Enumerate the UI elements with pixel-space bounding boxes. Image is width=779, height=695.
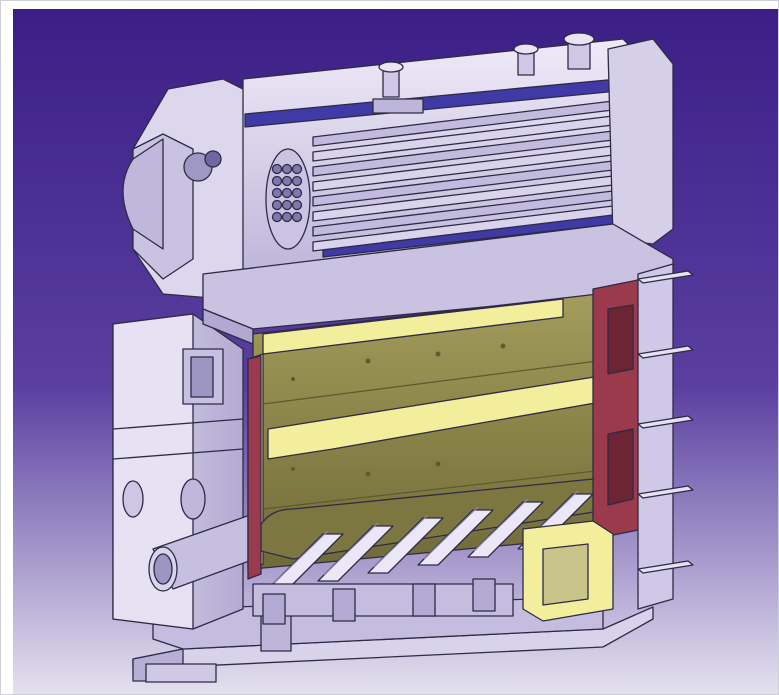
refractory-beam-mid: [267, 373, 619, 460]
cooling-fin: [637, 415, 694, 429]
grate-bar: [367, 517, 444, 574]
nozzle-3: [563, 32, 595, 70]
rear-fins: [637, 270, 694, 574]
tube-end: [291, 163, 303, 175]
tube-end: [281, 187, 293, 199]
nozzle-1: [378, 61, 404, 98]
furnace: [247, 293, 624, 570]
grate-bars: [267, 490, 594, 590]
grate-bar-edge: [423, 506, 479, 560]
tube-end: [291, 175, 303, 187]
grate-bar-edge: [323, 522, 379, 576]
tube-end: [271, 199, 283, 211]
tube-end: [271, 175, 283, 187]
grate-bar: [467, 501, 544, 558]
tube-end: [271, 163, 283, 175]
tube-end: [291, 211, 303, 223]
cooling-fin: [637, 270, 694, 284]
rivets: [291, 343, 506, 477]
cooling-fin: [637, 560, 694, 574]
ash-box: [252, 520, 614, 625]
grate-bar-edge: [373, 514, 429, 568]
boiler-cutaway-render: [13, 9, 778, 694]
tube-end: [291, 199, 303, 211]
refractory-beam-top: [262, 298, 564, 355]
front-casing: [112, 313, 269, 630]
top-nozzles: [372, 32, 595, 114]
grate-bar: [417, 509, 494, 566]
tube-end: [281, 211, 293, 223]
tube-end: [281, 199, 293, 211]
tube-end: [281, 163, 293, 175]
grate-bar-edge: [273, 530, 329, 584]
rear-wall: [247, 263, 694, 610]
cooling-fin: [637, 345, 694, 359]
tube-end: [281, 175, 293, 187]
sight-glass: [122, 480, 144, 518]
grate-bar: [317, 525, 394, 582]
cooling-fin: [637, 485, 694, 499]
grate-bar-edge: [473, 498, 529, 552]
boiler-assembly: [112, 32, 694, 683]
render-viewport: [13, 9, 778, 694]
upper-drum: [122, 38, 674, 300]
tube-end: [271, 187, 283, 199]
nozzle-2: [513, 43, 539, 76]
tube-end: [291, 187, 303, 199]
support-legs: [262, 578, 496, 625]
tube-end: [271, 211, 283, 223]
